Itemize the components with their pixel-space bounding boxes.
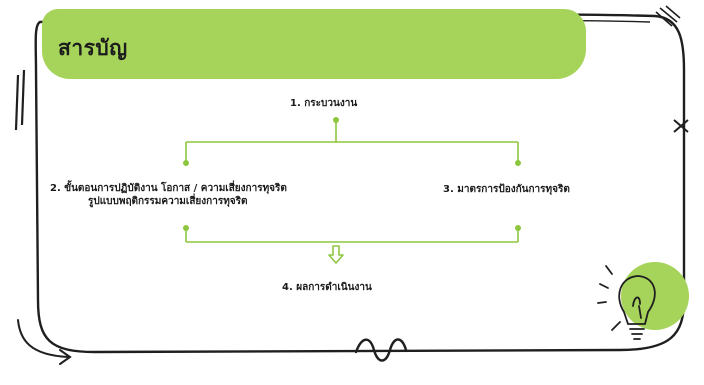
- dot-n2-top: [183, 160, 189, 166]
- connector-dots: [183, 117, 521, 231]
- node-procedure-risk-line1: 2. ขั้นตอนการปฏิบัติงาน โอกาส / ความเสี่…: [50, 183, 287, 194]
- dot-n2-bottom: [183, 225, 189, 231]
- node-prevention-measures: 3. มาตรการป้องกันการทุจริต: [443, 184, 570, 195]
- dot-n3-top: [515, 160, 521, 166]
- down-arrow-icon: [328, 245, 344, 264]
- scribble-icon: [354, 338, 408, 362]
- lightbulb-icon: [597, 265, 656, 340]
- title-band: [42, 9, 586, 79]
- connector-lines: [185, 120, 519, 243]
- left-edge-strokes: [14, 69, 26, 131]
- node-process: 1. กระบวนงาน: [290, 98, 358, 109]
- node-procedure-risk: 2. ขั้นตอนการปฏิบัติงาน โอกาส / ความเสี่…: [50, 182, 287, 208]
- node-results: 4. ผลการดำเนินงาน: [282, 282, 372, 293]
- dot-n1: [333, 117, 339, 123]
- cross-mark-icon: [673, 119, 689, 133]
- dot-n3-bottom: [515, 225, 521, 231]
- node-procedure-risk-line2: รูปแบบพฤติกรรมความเสี่ยงการทุจริต: [88, 196, 248, 207]
- hatch-marks: [655, 5, 681, 27]
- arrow-icon: [17, 319, 72, 365]
- page-title: สารบัญ: [58, 36, 128, 60]
